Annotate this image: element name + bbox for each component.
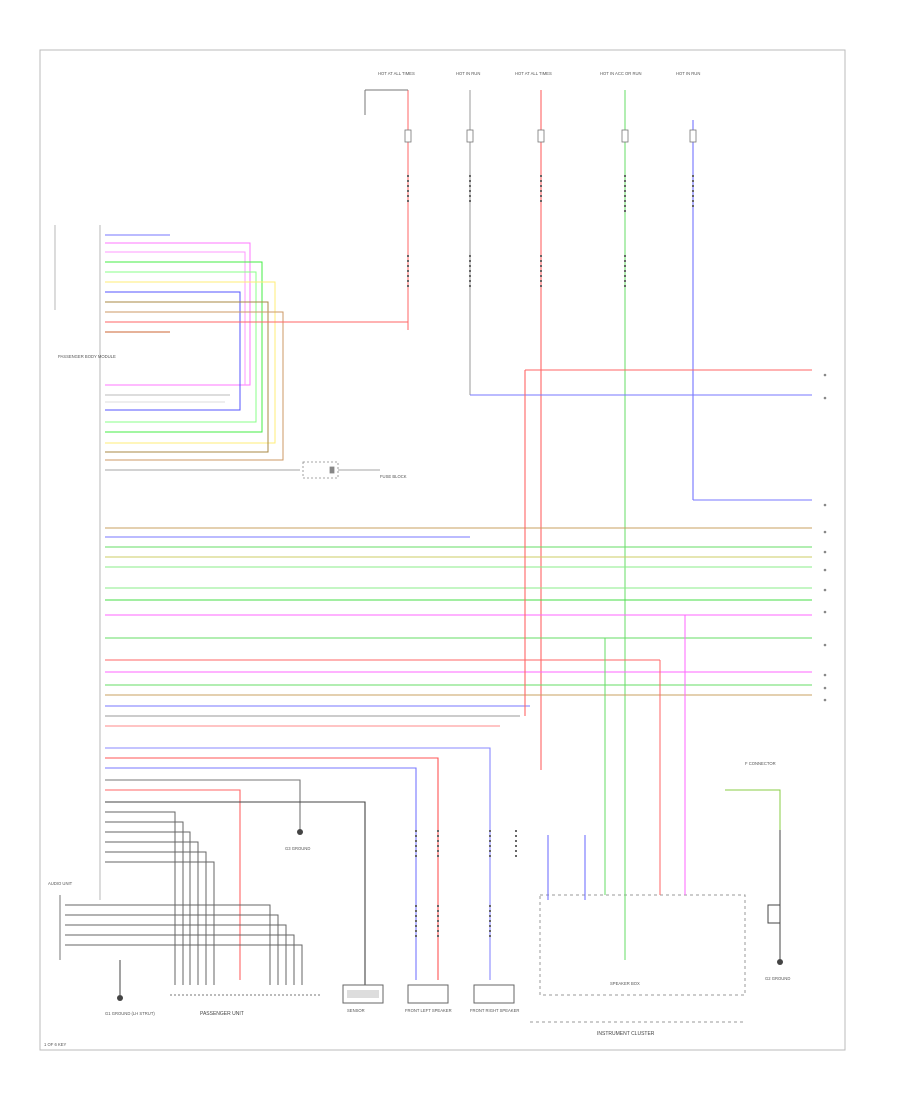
upper-pin-wires bbox=[105, 234, 409, 461]
svg-text:HOT AT ALL TIMES: HOT AT ALL TIMES bbox=[515, 71, 552, 76]
svg-text:PASSENGER BODY MODULE: PASSENGER BODY MODULE bbox=[58, 354, 116, 359]
ground-center: G3 GROUND bbox=[285, 829, 310, 851]
passenger-harness bbox=[65, 811, 303, 985]
svg-text:HOT IN RUN: HOT IN RUN bbox=[456, 71, 480, 76]
svg-text:SENSOR: SENSOR bbox=[347, 1008, 365, 1013]
svg-text:G3 GROUND: G3 GROUND bbox=[285, 846, 310, 851]
front-right-speaker: FRONT RIGHT SPEAKER bbox=[470, 984, 519, 1013]
svg-text:FRONT RIGHT SPEAKER: FRONT RIGHT SPEAKER bbox=[470, 1008, 519, 1013]
fuse-symbols bbox=[404, 129, 697, 143]
svg-text:HOT IN ACC OR RUN: HOT IN ACC OR RUN bbox=[600, 71, 642, 76]
sensor: SENSOR bbox=[342, 984, 384, 1013]
bus-wires bbox=[105, 527, 812, 727]
svg-text:HOT IN RUN: HOT IN RUN bbox=[676, 71, 700, 76]
top-source-labels: HOT AT ALL TIMES HOT IN RUN HOT AT ALL T… bbox=[378, 71, 700, 76]
passenger-unit: PASSENGER UNIT bbox=[170, 994, 320, 1017]
fuse-block-label: FUSE BLOCK bbox=[380, 474, 407, 479]
diagram-frame bbox=[39, 49, 846, 1051]
pin-labels bbox=[104, 231, 164, 336]
audio-unit: AUDIO UNIT G1 GROUND (LH STRUT) bbox=[48, 881, 155, 1016]
right-terminals bbox=[823, 373, 827, 702]
inline-resistor bbox=[105, 461, 380, 479]
top-sources bbox=[364, 89, 694, 870]
diagram-tag: 1 OF 6 KEY bbox=[44, 1042, 67, 1047]
svg-text:HOT AT ALL TIMES: HOT AT ALL TIMES bbox=[378, 71, 415, 76]
front-left-speaker: FRONT LEFT SPEAKER bbox=[405, 984, 452, 1013]
svg-text:PASSENGER UNIT: PASSENGER UNIT bbox=[200, 1011, 244, 1017]
lower-bus bbox=[105, 747, 491, 985]
svg-text:G2 GROUND: G2 GROUND bbox=[765, 976, 790, 981]
ground-right: G2 GROUND F CONNECTOR bbox=[725, 761, 790, 981]
connector-stubs bbox=[407, 175, 694, 290]
svg-text:F CONNECTOR: F CONNECTOR bbox=[745, 761, 776, 766]
instrument-cluster: SPEAKER BOX INSTRUMENT CLUSTER bbox=[530, 615, 746, 1037]
svg-text:INSTRUMENT CLUSTER: INSTRUMENT CLUSTER bbox=[597, 1031, 655, 1037]
left-module: PASSENGER BODY MODULE bbox=[54, 225, 116, 900]
svg-text:AUDIO UNIT: AUDIO UNIT bbox=[48, 881, 73, 886]
svg-text:SPEAKER BOX: SPEAKER BOX bbox=[610, 981, 640, 986]
speaker-stubs bbox=[415, 830, 517, 940]
upper-right-bus bbox=[470, 369, 812, 716]
svg-text:FRONT LEFT SPEAKER: FRONT LEFT SPEAKER bbox=[405, 1008, 452, 1013]
svg-text:G1 GROUND (LH STRUT): G1 GROUND (LH STRUT) bbox=[105, 1011, 155, 1016]
